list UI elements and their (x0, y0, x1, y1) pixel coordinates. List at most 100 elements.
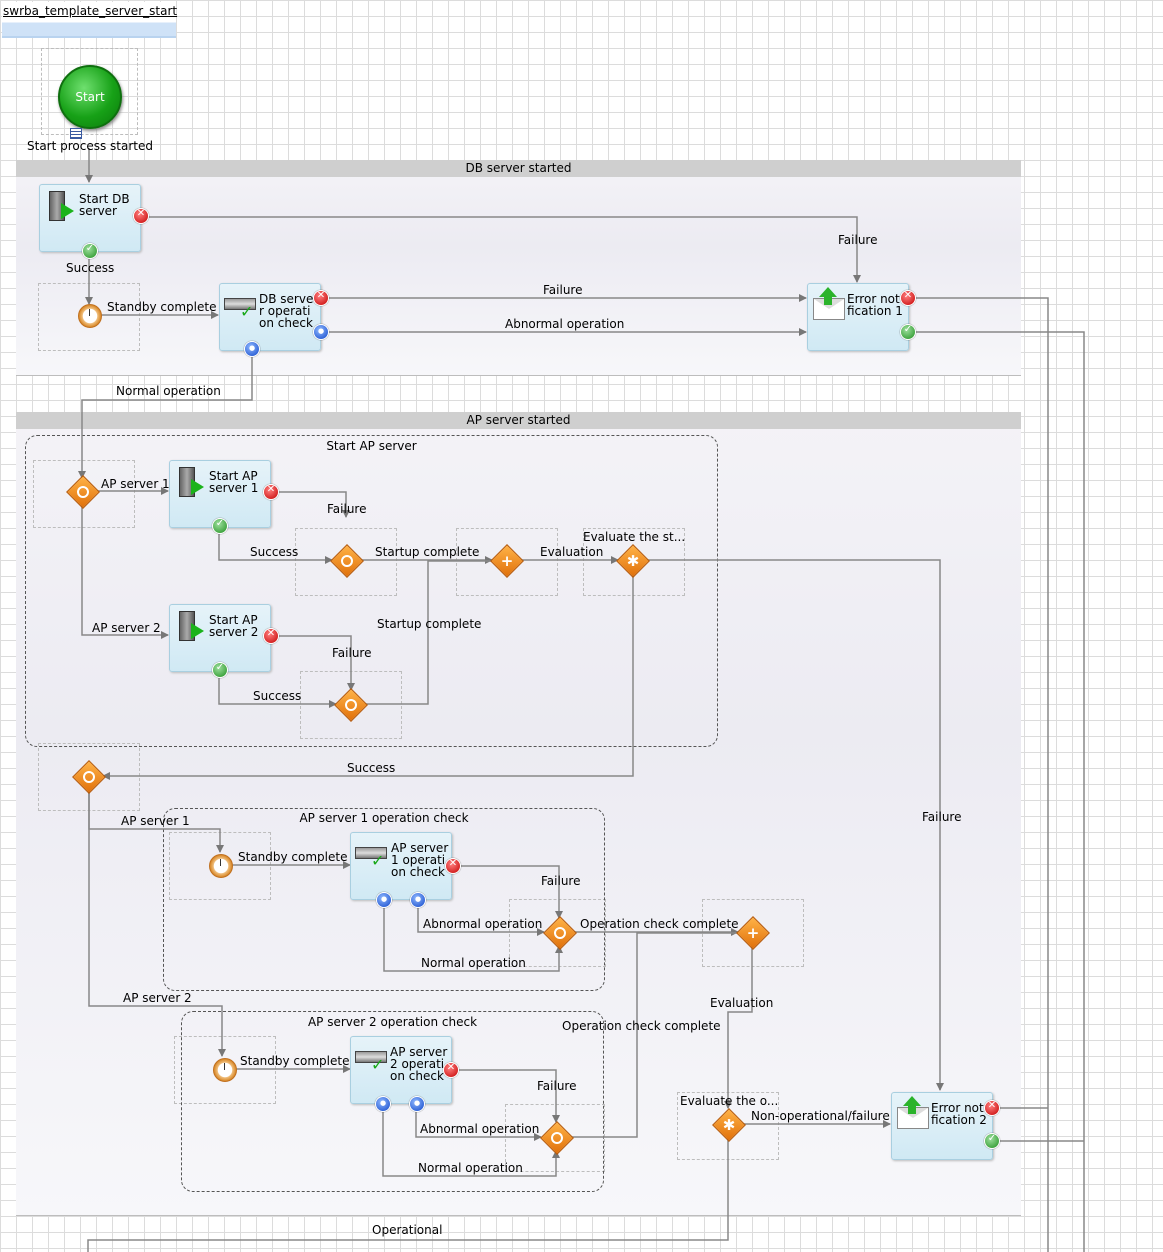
task-label-line: r operati (259, 304, 311, 318)
group-ap1-operation-check: AP server 1 operation check (163, 808, 605, 991)
flow-label: Operation check complete (562, 1019, 721, 1033)
flow-ap1-failure (278, 491, 350, 518)
table-icon (70, 128, 82, 139)
failure-badge-icon[interactable] (984, 1100, 1000, 1116)
upload-arrow-icon (819, 287, 837, 297)
flow-ap2-failure (278, 635, 355, 691)
task-label-line: server (79, 204, 117, 218)
flow-label: Normal operation (418, 1161, 523, 1175)
task-label-line: AP server (390, 1045, 448, 1059)
flow-label: Abnormal operation (420, 1122, 540, 1136)
flow-opcheck2 (571, 932, 738, 1138)
flow-label: AP server 1 (101, 477, 170, 491)
failure-badge-icon[interactable] (900, 290, 916, 306)
flow-label: Standby complete (240, 1054, 350, 1068)
flow-label: Failure (332, 646, 372, 660)
flow-label: Evaluation (540, 545, 604, 559)
success-badge-icon[interactable] (984, 1133, 1000, 1149)
flow-startup2 (364, 560, 492, 705)
flow-c2-abnormal (415, 1111, 542, 1141)
task-db-server-operation-check[interactable]: ✓ DB serve r operati on check (219, 283, 321, 351)
flow-label: Normal operation (421, 956, 526, 970)
task-label-line: Start DB (79, 192, 130, 206)
node-frame (456, 528, 558, 596)
start-event[interactable]: Start (58, 65, 122, 129)
flow-c1-failure (461, 865, 563, 919)
failure-badge-icon[interactable] (263, 628, 279, 644)
flow-operational (87, 1138, 729, 1252)
rack-server-icon (355, 847, 387, 859)
group-title: AP server 2 operation check (307, 1015, 478, 1029)
failure-badge-icon[interactable] (445, 858, 461, 874)
flow-ap2-success (218, 678, 337, 708)
rack-server-icon (355, 1051, 387, 1063)
timer-icon[interactable] (78, 304, 102, 328)
task-error-notification-2[interactable]: Error not fication 2 (891, 1092, 993, 1160)
node-frame (583, 528, 685, 596)
task-label-line: server 1 (209, 481, 259, 495)
lane-title: AP server started (16, 412, 1021, 429)
play-icon (191, 623, 204, 639)
flow-c1-normal (383, 907, 563, 972)
flow-error1-out-b (915, 331, 1085, 1252)
flow-ap1-success (218, 534, 333, 564)
group-title: Start AP server (326, 439, 417, 453)
operation-badge-icon[interactable] (376, 892, 392, 908)
flow-ap2-check (88, 790, 226, 1057)
process-tab[interactable]: swrba_template_server_start (2, 2, 177, 38)
flow-label: Abnormal operation (505, 317, 625, 331)
play-icon (61, 203, 74, 219)
flow-label: Success (253, 689, 302, 703)
operation-badge-icon[interactable] (375, 1096, 391, 1112)
flow-label: Abnormal operation (423, 917, 543, 931)
flow-label: AP server 2 (123, 991, 192, 1005)
task-label-line: Error not (931, 1101, 984, 1115)
task-label-line: Start AP (209, 469, 258, 483)
check-icon: ✓ (371, 1055, 385, 1074)
group-start-ap-server: Start AP server (25, 435, 718, 747)
upload-arrow-stem (908, 1106, 916, 1114)
failure-badge-icon[interactable] (443, 1062, 459, 1078)
success-badge-icon[interactable] (900, 324, 916, 340)
failure-badge-icon[interactable] (133, 208, 149, 224)
flow-label: Success (250, 545, 299, 559)
task-error-notification-1[interactable]: Error not fication 1 (807, 283, 909, 351)
flow-c1-abnormal (417, 907, 545, 936)
success-badge-icon[interactable] (212, 662, 228, 678)
flow-eval-success (102, 574, 634, 780)
flow-label: Success (347, 761, 396, 775)
flow-label: Operation check complete (580, 917, 739, 931)
flow-label: Standby complete (238, 850, 348, 864)
operation-badge-icon[interactable] (313, 324, 329, 340)
flow-label: Failure (541, 874, 581, 888)
flow-label: AP server 1 (121, 814, 190, 828)
flow-label: AP server 2 (92, 621, 161, 635)
task-label-line: on check (259, 316, 313, 330)
check-icon: ✓ (371, 851, 385, 870)
flow-c2-failure (459, 1069, 560, 1123)
upload-arrow-icon (903, 1096, 921, 1106)
node-frame (33, 460, 135, 528)
operation-badge-icon[interactable] (244, 341, 260, 357)
failure-badge-icon[interactable] (313, 290, 329, 306)
node-frame (174, 1036, 276, 1104)
flow-label: Failure (838, 233, 878, 247)
timer-icon[interactable] (209, 854, 233, 878)
task-start-db-server[interactable]: Start DB server (39, 184, 141, 252)
flow-label: Normal operation (116, 384, 221, 398)
timer-icon[interactable] (213, 1058, 237, 1082)
task-ap-server-2-operation-check[interactable]: ✓ AP server 2 operati on check (350, 1036, 452, 1104)
task-start-ap-server-2[interactable]: Start AP server 2 (169, 604, 271, 672)
success-badge-icon[interactable] (212, 518, 228, 534)
operation-badge-icon[interactable] (409, 1096, 425, 1112)
task-ap-server-1-operation-check[interactable]: ✓ AP server 1 operati on check (350, 832, 452, 900)
operation-badge-icon[interactable] (410, 892, 426, 908)
node-frame (509, 899, 606, 967)
task-label-line: fication 1 (847, 304, 903, 318)
success-badge-icon[interactable] (82, 243, 98, 259)
flow-label: Failure (543, 283, 583, 297)
node-frame (295, 528, 397, 596)
flow-error1-out-a (915, 297, 1049, 1252)
upload-arrow-stem (824, 297, 832, 305)
failure-badge-icon[interactable] (263, 484, 279, 500)
